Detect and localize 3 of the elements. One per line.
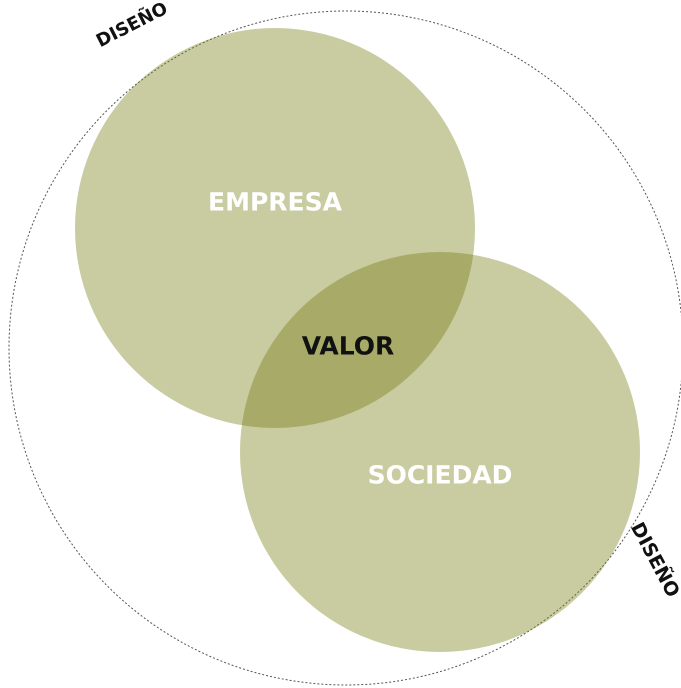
circle-label: EMPRESA: [208, 188, 342, 216]
overlap-label: VALOR: [302, 332, 394, 360]
circle-label: SOCIEDAD: [368, 460, 512, 490]
